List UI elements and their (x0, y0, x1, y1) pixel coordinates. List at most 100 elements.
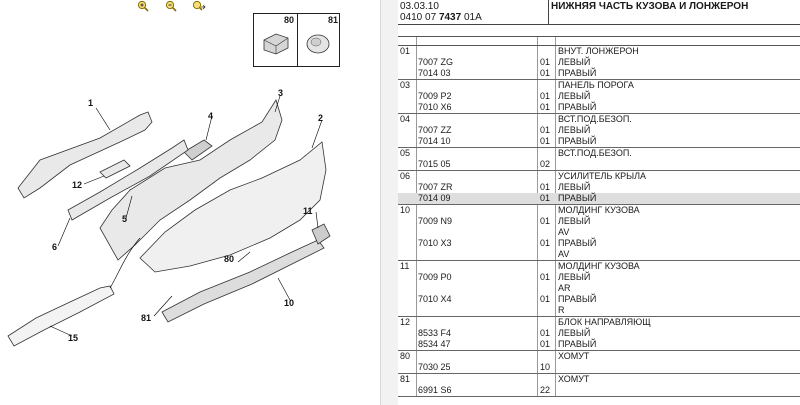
group-number: 06 (400, 171, 411, 181)
callout-12[interactable]: 12 (72, 180, 82, 190)
callout-4[interactable]: 4 (208, 111, 213, 121)
callout-81[interactable]: 81 (141, 313, 151, 323)
part-11-rear-cap (311, 223, 331, 245)
part-reference: 7030 25 (418, 362, 451, 372)
group-number: 04 (400, 114, 411, 124)
group-number: 11 (400, 261, 410, 271)
column-header-band (398, 36, 800, 46)
table-row[interactable]: 04 ВСТ.ПОД.БЕЗОП. (398, 114, 800, 125)
part-quantity: 22 (540, 385, 551, 395)
part-description: R (558, 305, 565, 315)
thumbnail-80[interactable]: 80 (254, 14, 298, 66)
group-number: 03 (400, 80, 411, 90)
part-reference: 8534 47 (418, 339, 451, 349)
part-reference: 7014 03 (418, 68, 451, 78)
clip-81-icon (306, 34, 330, 54)
callout-5[interactable]: 5 (122, 214, 127, 224)
part-description: ВСТ.ПОД.БЕЗОП. (558, 114, 632, 124)
part-description: МОЛДИНГ КУЗОВА (558, 205, 640, 215)
catalog-date: 03.03.10 (400, 1, 439, 12)
part-description: МОЛДИНГ КУЗОВА (558, 261, 640, 271)
group-number: 80 (400, 351, 411, 361)
part-quantity: 01 (540, 216, 551, 226)
zoom-out-icon[interactable] (164, 0, 178, 12)
zoom-in-icon[interactable] (136, 0, 150, 12)
callout-80[interactable]: 80 (224, 254, 234, 264)
callout-3[interactable]: 3 (278, 88, 283, 98)
part-description: ВСТ.ПОД.БЕЗОП. (558, 148, 632, 158)
part-quantity: 01 (540, 328, 551, 338)
table-row[interactable]: 7009 N9 01 ЛЕВЫЙ (398, 216, 800, 227)
zoom-pan-icon[interactable] (192, 0, 206, 12)
part-4-reinforcement (183, 139, 213, 161)
pane-divider[interactable] (380, 0, 398, 405)
callout-6[interactable]: 6 (52, 242, 57, 252)
part-reference: 7009 N9 (418, 216, 453, 226)
part-description: ЛЕВЫЙ (558, 216, 591, 226)
part-reference: 7015 05 (418, 159, 451, 169)
part-reference: 7010 X4 (418, 294, 452, 304)
part-12-guide-block (99, 159, 131, 179)
part-10-molding (161, 239, 325, 323)
part-description: ХОМУТ (558, 374, 590, 384)
zoom-toolbar (136, 0, 206, 12)
callout-15[interactable]: 15 (68, 333, 78, 343)
part-description: ЛЕВЫЙ (558, 57, 591, 67)
table-row[interactable]: 80 ХОМУТ (398, 351, 800, 362)
part-reference: 8533 F4 (418, 328, 452, 338)
part-description: ЛЕВЫЙ (558, 182, 591, 192)
table-row[interactable]: R (398, 305, 800, 316)
part-reference: 7009 P0 (418, 272, 452, 282)
table-row[interactable]: 11 МОЛДИНГ КУЗОВА (398, 261, 800, 272)
table-row[interactable]: AV (398, 227, 800, 238)
callout-10[interactable]: 10 (284, 298, 294, 308)
table-row[interactable]: AR (398, 283, 800, 294)
part-description: ХОМУТ (558, 351, 590, 361)
part-6-sill-rail (67, 139, 189, 221)
callout-1[interactable]: 1 (88, 98, 93, 108)
part-quantity: 01 (540, 182, 551, 192)
part-quantity: 01 (540, 136, 551, 146)
group-number: 12 (400, 317, 411, 327)
parts-table-pane: 03.03.10 0410 07 7437 01A НИЖНЯЯ ЧАСТЬ К… (398, 0, 800, 405)
thumbnail-81[interactable]: 81 (298, 14, 341, 66)
part-description: ПРАВЫЙ (558, 102, 597, 112)
table-row[interactable]: AV (398, 249, 800, 260)
callout-2[interactable]: 2 (318, 113, 323, 123)
callout-11[interactable]: 11 (303, 206, 313, 216)
part-quantity: 01 (540, 57, 551, 67)
thumbnail-label: 81 (327, 15, 338, 25)
